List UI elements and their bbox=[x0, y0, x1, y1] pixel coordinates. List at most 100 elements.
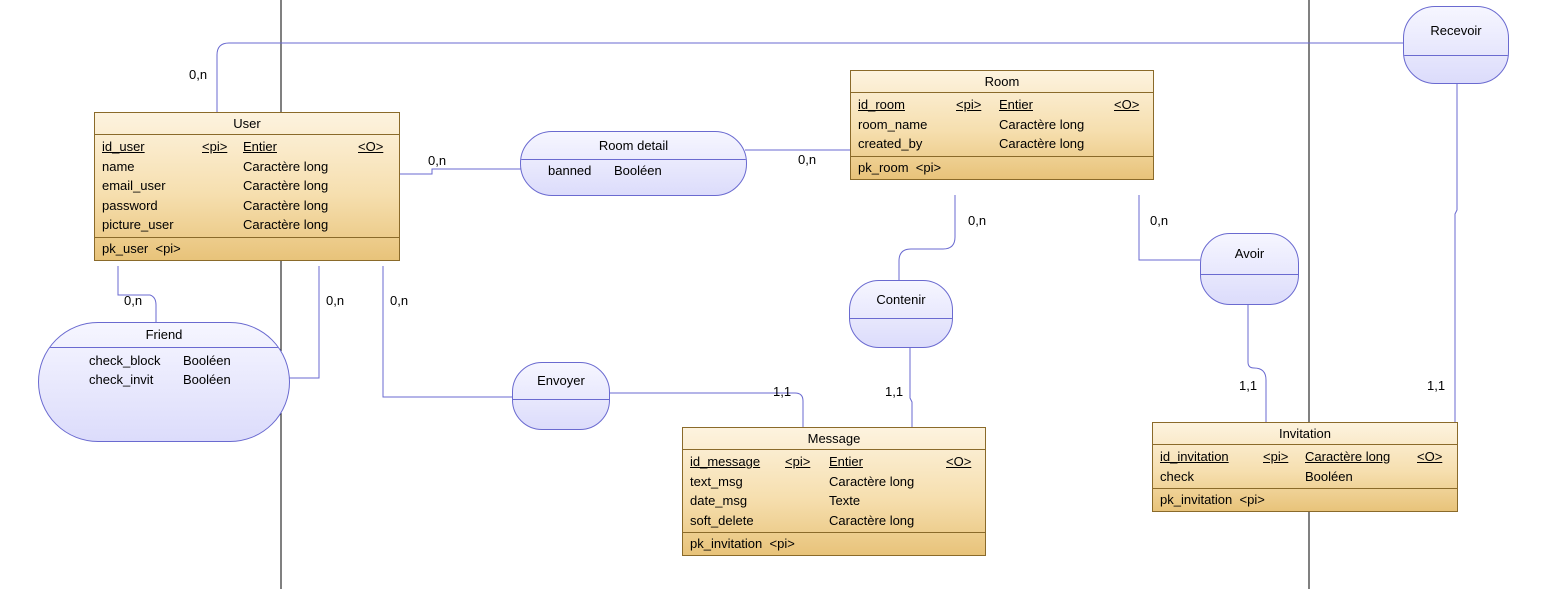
attr-marker: <O> bbox=[358, 139, 384, 154]
attr-type: Caractère long bbox=[243, 217, 329, 232]
attr-type: Entier bbox=[243, 139, 277, 154]
attribute-row: id_message <pi> Entier <O> bbox=[690, 452, 985, 472]
link-user-friend-b bbox=[288, 266, 320, 379]
attr-type: Caractère long bbox=[829, 512, 915, 528]
attr-name: room_name bbox=[858, 116, 928, 132]
cardinality-room-contenir: 0,n bbox=[968, 213, 987, 228]
attr-type: Entier bbox=[829, 454, 863, 469]
attr-type: Booléen bbox=[1305, 468, 1353, 484]
cardinality-message-contenir: 1,1 bbox=[885, 384, 904, 399]
association-title: Contenir bbox=[850, 281, 952, 319]
cardinality-room-avoir: 0,n bbox=[1150, 213, 1169, 228]
attr-name: check_invit bbox=[89, 372, 154, 387]
attr-name: id_user bbox=[102, 139, 145, 154]
association-attribute-row: check_block Booléen bbox=[39, 351, 289, 370]
cardinality-user-friend-b: 0,n bbox=[326, 293, 345, 308]
link-user-roomdetail bbox=[398, 168, 522, 175]
attr-name: check_block bbox=[89, 353, 161, 368]
cardinality-invitation-avoir: 1,1 bbox=[1239, 378, 1258, 393]
entity-title: Room bbox=[851, 71, 1153, 93]
cardinality-invitation-recevoir: 1,1 bbox=[1427, 378, 1446, 393]
association-title: Friend bbox=[39, 323, 289, 348]
attr-marker: <O> bbox=[1114, 97, 1140, 112]
association-envoyer[interactable]: Envoyer bbox=[512, 362, 610, 430]
entity-invitation[interactable]: Invitation id_invitation <pi> Caractère … bbox=[1152, 422, 1458, 512]
attr-type: Caractère long bbox=[829, 473, 915, 489]
entity-key: pk_invitation <pi> bbox=[690, 536, 795, 551]
attr-stereotype: <pi> bbox=[202, 139, 228, 154]
link-user-envoyer bbox=[382, 266, 512, 398]
link-recevoir-invitation bbox=[1454, 82, 1458, 422]
link-avoir-invitation bbox=[1247, 303, 1267, 422]
attr-type: Texte bbox=[829, 493, 861, 508]
attribute-row: created_by Caractère long bbox=[858, 134, 1153, 154]
attr-name: picture_user bbox=[102, 217, 174, 232]
entity-key: pk_room <pi> bbox=[858, 159, 942, 175]
attr-name: text_msg bbox=[690, 473, 743, 489]
link-user-recevoir bbox=[216, 42, 1403, 112]
cardinality-user-friend-a: 0,n bbox=[124, 293, 143, 308]
attr-stereotype: <pi> bbox=[785, 454, 811, 469]
entity-attributes: id_room <pi> Entier <O> room_name Caract… bbox=[851, 93, 1153, 157]
entity-attributes: id_user <pi> Entier <O> name Caractère l… bbox=[95, 135, 399, 238]
attr-name: soft_delete bbox=[690, 512, 754, 528]
cardinality-user-recevoir: 0,n bbox=[189, 67, 208, 82]
attribute-row: id_user <pi> Entier <O> bbox=[102, 137, 399, 157]
attr-type: Booléen bbox=[183, 353, 231, 368]
association-avoir[interactable]: Avoir bbox=[1200, 233, 1299, 305]
entity-message[interactable]: Message id_message <pi> Entier <O> text_… bbox=[682, 427, 986, 556]
entity-title: Message bbox=[683, 428, 985, 450]
attr-name: id_room bbox=[858, 97, 905, 112]
attribute-row: text_msg Caractère long bbox=[690, 472, 985, 492]
attr-name: email_user bbox=[102, 178, 166, 193]
attr-stereotype: <pi> bbox=[1263, 449, 1289, 464]
attr-type: Caractère long bbox=[999, 116, 1085, 132]
attr-type: Entier bbox=[999, 97, 1033, 112]
attr-name: id_invitation bbox=[1160, 449, 1229, 464]
attr-type: Caractère long bbox=[243, 178, 329, 193]
entity-room[interactable]: Room id_room <pi> Entier <O> room_name C… bbox=[850, 70, 1154, 180]
attribute-row: check Booléen bbox=[1160, 467, 1457, 487]
cardinality-room-roomdetail: 0,n bbox=[798, 152, 817, 167]
entity-title: Invitation bbox=[1153, 423, 1457, 445]
link-room-contenir bbox=[898, 195, 956, 280]
link-contenir-message bbox=[909, 346, 913, 427]
entity-key: pk_user <pi> bbox=[102, 240, 181, 256]
attr-name: banned bbox=[548, 163, 592, 178]
attribute-row: picture_user Caractère long bbox=[102, 215, 399, 235]
link-user-friend-a bbox=[117, 266, 157, 322]
association-friend[interactable]: Friend check_block Booléen check_invit B… bbox=[38, 322, 290, 442]
attr-type: Caractère long bbox=[1305, 449, 1391, 464]
association-contenir[interactable]: Contenir bbox=[849, 280, 953, 348]
cardinality-message-envoyer: 1,1 bbox=[773, 384, 792, 399]
attr-name: check bbox=[1160, 468, 1194, 484]
attribute-row: password Caractère long bbox=[102, 196, 399, 216]
cardinality-user-roomdetail: 0,n bbox=[428, 153, 447, 168]
attr-name: password bbox=[102, 197, 158, 213]
link-room-avoir bbox=[1138, 195, 1200, 261]
attr-name: id_message bbox=[690, 454, 761, 469]
association-title: Envoyer bbox=[513, 363, 609, 400]
attribute-row: email_user Caractère long bbox=[102, 176, 399, 196]
attr-name: created_by bbox=[858, 136, 923, 151]
attr-stereotype: <pi> bbox=[956, 97, 982, 112]
attribute-row: id_invitation <pi> Caractère long <O> bbox=[1160, 447, 1457, 467]
attribute-row: id_room <pi> Entier <O> bbox=[858, 95, 1153, 115]
attribute-row: date_msg Texte bbox=[690, 491, 985, 511]
attribute-row: name Caractère long bbox=[102, 157, 399, 177]
entity-title: User bbox=[95, 113, 399, 135]
association-attribute-row: banned Booléen bbox=[521, 161, 746, 180]
link-envoyer-message bbox=[608, 392, 804, 427]
attr-name: name bbox=[102, 158, 135, 174]
association-room-detail[interactable]: Room detail banned Booléen bbox=[520, 131, 747, 196]
cardinality-user-envoyer: 0,n bbox=[390, 293, 409, 308]
entity-attributes: id_message <pi> Entier <O> text_msg Cara… bbox=[683, 450, 985, 533]
association-title: Avoir bbox=[1201, 234, 1298, 275]
attr-type: Caractère long bbox=[999, 136, 1085, 151]
association-recevoir[interactable]: Recevoir bbox=[1403, 6, 1509, 84]
attr-type: Booléen bbox=[183, 372, 231, 387]
entity-user[interactable]: User id_user <pi> Entier <O> name Caract… bbox=[94, 112, 400, 261]
attr-marker: <O> bbox=[1417, 449, 1443, 464]
entity-attributes: id_invitation <pi> Caractère long <O> ch… bbox=[1153, 445, 1457, 489]
